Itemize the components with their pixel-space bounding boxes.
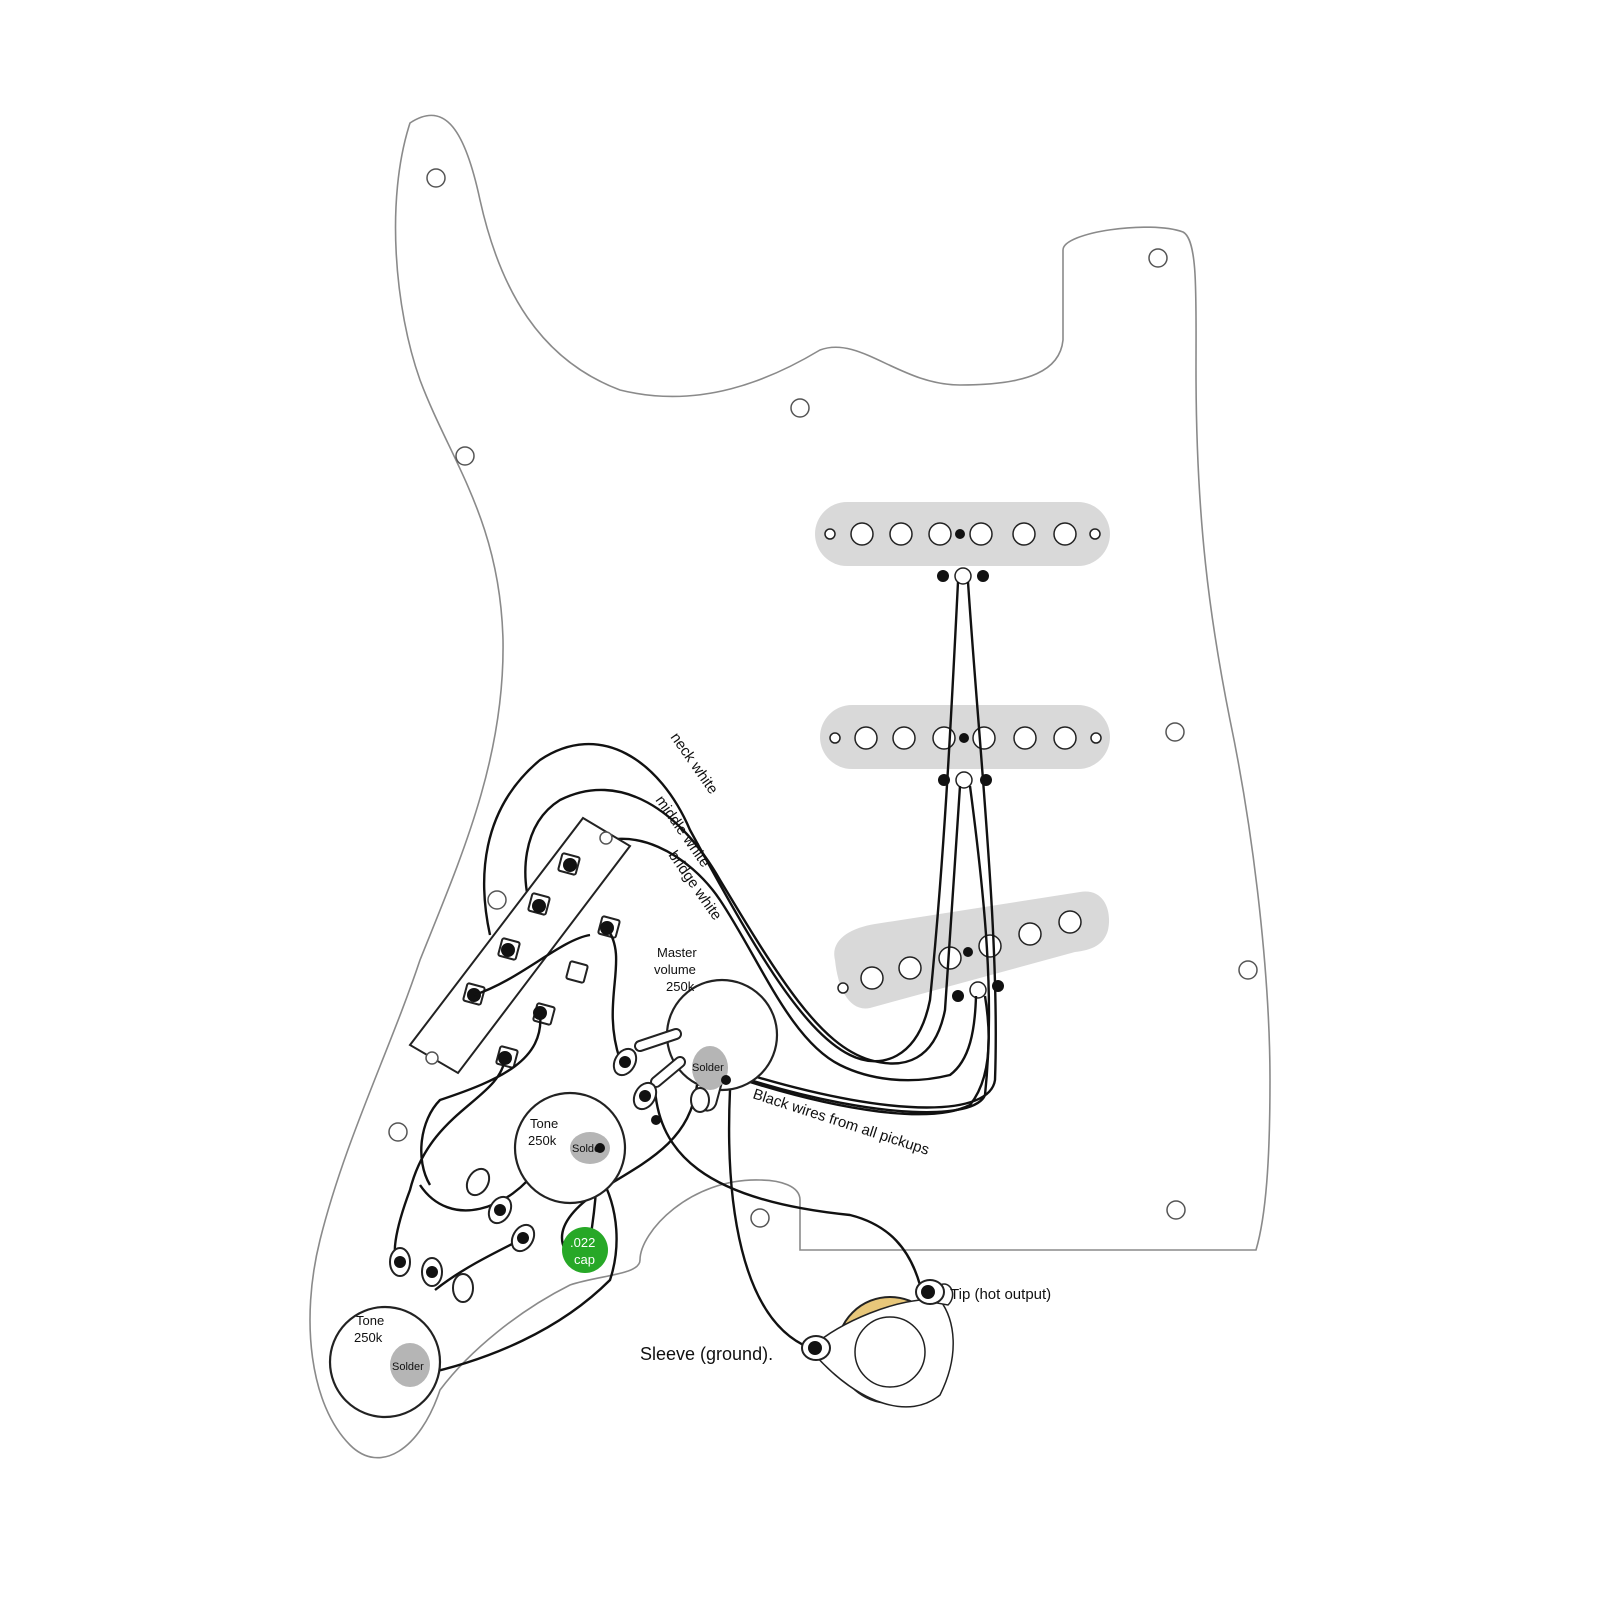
screw-hole [455, 446, 475, 466]
master-volume-label-2: volume [654, 962, 696, 977]
screw-hole [1165, 722, 1185, 742]
master-volume-label-1: Master [657, 945, 697, 960]
bridge-pickup [834, 891, 1110, 1009]
tone2-label-2: 250k [354, 1330, 383, 1345]
tone2-solder-label: Solder [392, 1361, 424, 1373]
screw-hole [1148, 248, 1168, 268]
tone1-label-1: Tone [530, 1116, 558, 1131]
volume-solder-label: Solder [692, 1062, 724, 1074]
tone-capacitor: .022 cap [562, 1227, 608, 1273]
cap-label-1: .022 [570, 1235, 595, 1250]
tone1-solder-label: Solder [572, 1143, 604, 1155]
middle-pickup [820, 705, 1110, 789]
neck-pickup [815, 502, 1110, 585]
cap-label-2: cap [574, 1252, 595, 1267]
screw-hole [790, 398, 810, 418]
tone1-label-2: 250k [528, 1133, 557, 1148]
pickguard-outline [309, 114, 1271, 1459]
screw-hole [388, 1122, 408, 1142]
screw-hole [750, 1208, 770, 1228]
sleeve-label: Sleeve (ground). [640, 1344, 773, 1364]
screw-hole [426, 168, 446, 188]
master-volume-label-3: 250k [666, 979, 695, 994]
tip-label: Tip (hot output) [950, 1286, 1051, 1303]
screw-hole [487, 890, 507, 910]
tone-pot-2: Solder Tone 250k [328, 1247, 474, 1419]
output-jack [801, 1279, 954, 1408]
tone2-label-1: Tone [356, 1313, 384, 1328]
five-way-switch [408, 816, 632, 1075]
control-wires [393, 927, 922, 1377]
screw-hole [1238, 960, 1258, 980]
volume-lug [632, 1056, 686, 1111]
screw-hole [1166, 1200, 1186, 1220]
pickup-wires [483, 581, 997, 1116]
master-volume-pot: Solder Master volume 250k [612, 945, 779, 1125]
tone-pot-1: Solder Tone 250k [465, 1091, 627, 1253]
volume-lug [612, 1028, 682, 1077]
